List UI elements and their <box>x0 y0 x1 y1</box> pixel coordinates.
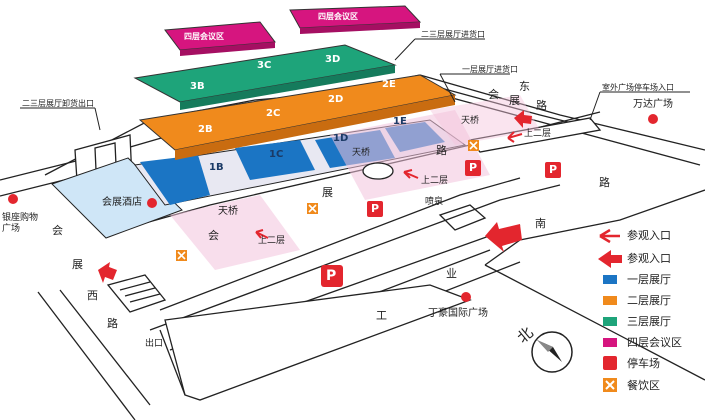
up-to-2f-label-1: 上二层 <box>258 236 286 246</box>
road-char: 工 <box>376 309 387 322</box>
road-char: 路 <box>536 99 547 112</box>
road-char: 会 <box>208 229 219 242</box>
west-entrance-arrow <box>98 262 117 283</box>
hall-1c: 1C <box>269 149 284 160</box>
legend-floor-4: 四层会议区 <box>627 336 682 349</box>
skybridge-label-1: 天桥 <box>218 206 238 217</box>
hotel-block <box>51 157 183 239</box>
place-fountain: 喷泉 <box>425 197 444 207</box>
road-char: 业 <box>446 267 457 280</box>
hall-3b: 3B <box>190 81 205 92</box>
place-yinzuo: 银座购物广场 <box>2 213 39 234</box>
road-char: 路 <box>599 176 610 189</box>
compass-icon <box>531 331 573 373</box>
road-char: 东 <box>519 80 530 93</box>
hall-2e: 2E <box>382 79 396 90</box>
road-char: 展 <box>72 258 83 271</box>
dinghao-marker <box>461 292 471 302</box>
hotel-marker <box>147 198 157 208</box>
place-hotel: 会展酒店 <box>102 197 142 208</box>
legend-floor-3: 三层展厅 <box>627 315 671 328</box>
dining-icons <box>176 140 479 261</box>
hall-1e: 1E <box>393 116 407 127</box>
legend-dining: 餐饮区 <box>627 379 660 392</box>
road-char: 西 <box>87 289 98 302</box>
yinzuo-marker <box>8 194 18 204</box>
callout-f23-loading-in: 二三层展厅进货口 <box>421 30 485 39</box>
wanda-marker <box>648 114 658 124</box>
road-char: 会 <box>488 88 499 101</box>
hall-4f-b: 四层会议区 <box>318 12 358 21</box>
hall-2b: 2B <box>198 124 213 135</box>
legend-parking: 停车场 <box>627 357 660 370</box>
place-exit: 出口 <box>145 339 164 349</box>
parking-icon: P <box>371 202 380 215</box>
up-to-2f-label-2: 上二层 <box>421 176 449 186</box>
east-entrance-arrow <box>514 110 532 128</box>
legend-floor-2: 二层展厅 <box>627 294 671 307</box>
callout-f23-unloading-out: 二三层展厅卸货出口 <box>22 99 94 108</box>
hall-1d: 1D <box>333 133 349 144</box>
skybridge-label-3: 天桥 <box>461 116 480 126</box>
road-char: 展 <box>322 186 333 199</box>
road-char: 路 <box>436 144 447 157</box>
hall-3d: 3D <box>325 54 341 65</box>
hall-2c: 2C <box>266 108 281 119</box>
legend-floor-1: 一层展厅 <box>627 273 671 286</box>
callout-outdoor-parking-entry: 室外广场停车场入口 <box>602 83 674 92</box>
main-entrance-arrow <box>485 222 522 252</box>
hall-4f-a: 四层会议区 <box>184 32 224 41</box>
parking-icon: P <box>549 163 558 176</box>
legend-visitor-entrance: 参观入口 <box>627 229 671 242</box>
place-dinghao: 丁豪国际广场 <box>428 308 488 319</box>
up-to-2f-label-3: 上二层 <box>524 129 552 139</box>
hall-1b: 1B <box>209 162 224 173</box>
road-char: 路 <box>107 317 118 330</box>
hall-3c: 3C <box>257 60 272 71</box>
road-char: 南 <box>535 217 546 230</box>
skybridge-label-2: 天桥 <box>352 148 371 158</box>
place-wanda: 万达广场 <box>633 99 673 110</box>
parking-icon: P <box>326 268 337 284</box>
parking-icon: P <box>469 161 478 174</box>
callout-f1-loading-in: 一层展厅进货口 <box>462 65 518 74</box>
parking-signs <box>321 160 561 287</box>
road-char: 会 <box>52 224 63 237</box>
hall-2d: 2D <box>328 94 344 105</box>
legend-swatches <box>598 228 622 392</box>
road-char: 展 <box>509 94 520 107</box>
legend-visitor-entrance-main: 参观入口 <box>627 252 671 265</box>
